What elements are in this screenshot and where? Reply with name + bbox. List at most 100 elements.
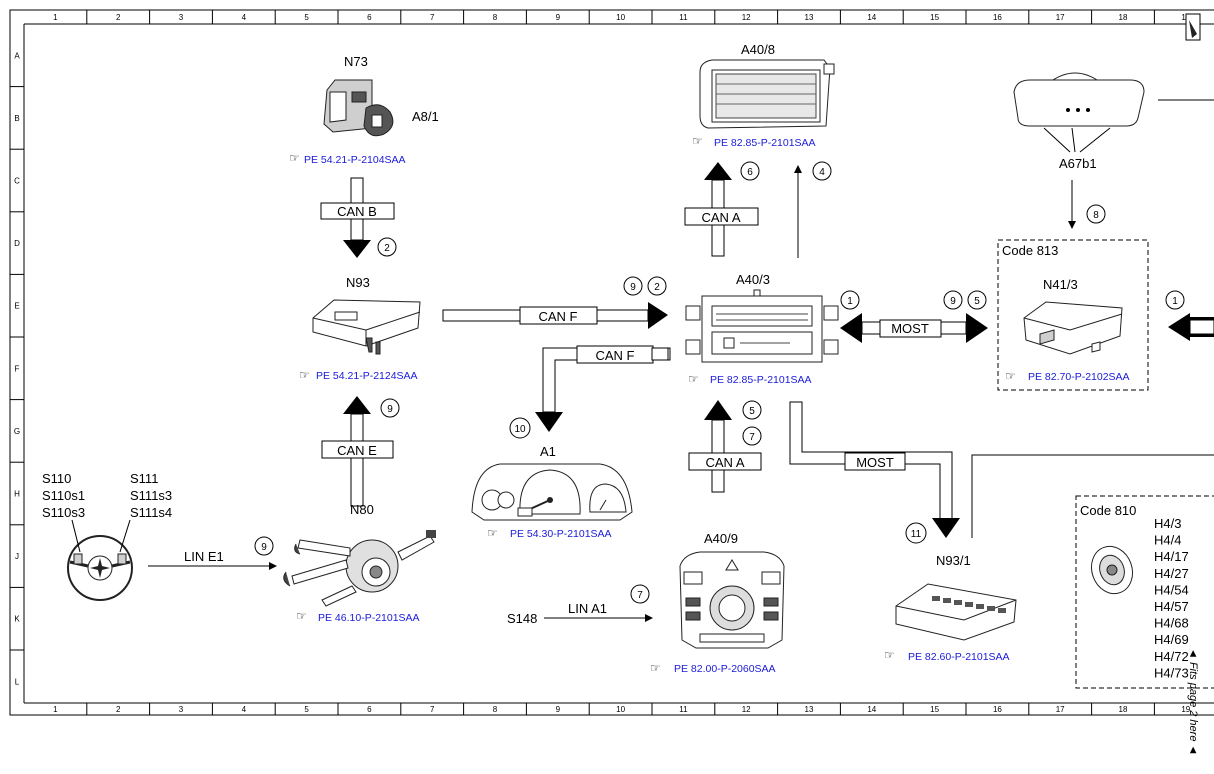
grid-col-label: 7	[430, 705, 435, 714]
connector-pin	[943, 598, 951, 603]
grid-col-label: 8	[493, 13, 498, 22]
grid-col-label: 18	[1119, 13, 1128, 22]
can-b-connection: CAN B 2	[320, 177, 397, 258]
code-813-label: Code 813	[1002, 243, 1058, 258]
grid-col-label: 4	[242, 13, 247, 22]
grid-col-label: 16	[993, 13, 1002, 22]
n41-3-label: N41/3	[1043, 277, 1078, 292]
can-a-bottom-label: CAN A	[705, 455, 744, 470]
connector-pin	[987, 606, 995, 611]
n93-1-label: N93/1	[936, 553, 971, 568]
pointing-hand-icon: ☞	[487, 526, 498, 540]
marker-1: 1	[1172, 296, 1178, 307]
code-813-group: Code 813 N41/3 ☞ PE 82.70-P-2102SAA 1	[997, 239, 1214, 391]
grid-col-label: 12	[742, 13, 751, 22]
n41-3-ref-link[interactable]: PE 82.70-P-2102SAA	[1028, 371, 1130, 383]
grid-col-label: 19	[1181, 705, 1190, 714]
marker-8: 8	[1093, 210, 1099, 221]
marker-9: 9	[950, 296, 956, 307]
a40-8-label: A40/8	[741, 42, 775, 57]
marker-7: 7	[637, 590, 643, 601]
marker-1: 1	[847, 296, 853, 307]
grid-row-label: D	[14, 239, 20, 248]
grid-col-label: 12	[742, 705, 751, 714]
grid-col-label: 6	[367, 13, 372, 22]
connector-pin	[932, 596, 940, 601]
marker-5: 5	[974, 296, 980, 307]
most-bottom-connection: MOST 11	[789, 401, 1214, 544]
grid-row-label: J	[15, 552, 19, 561]
pointing-hand-icon: ☞	[296, 609, 307, 623]
grid-row-label: B	[14, 114, 19, 123]
marker-9: 9	[261, 542, 267, 553]
a40-8-ref-link[interactable]: PE 82.85-P-2101SAA	[714, 137, 816, 149]
most-right-label: MOST	[891, 321, 929, 336]
grid-col-label: 8	[493, 705, 498, 714]
grid-col-label: 16	[993, 705, 1002, 714]
grid-col-label: 1	[53, 705, 58, 714]
code-810-item: H4/3	[1154, 516, 1181, 531]
lin-e1-label: LIN E1	[184, 549, 224, 564]
a40-9-label: A40/9	[704, 531, 738, 546]
n93-ref-link[interactable]: PE 54.21-P-2124SAA	[316, 370, 418, 382]
s110s3-label: S110s3	[42, 505, 85, 520]
can-b-label: CAN B	[337, 204, 377, 219]
grid-col-label: 2	[116, 705, 121, 714]
pointing-hand-icon: ☞	[289, 151, 300, 165]
a67b1-mirror: A67b1 8	[1013, 72, 1214, 229]
can-e-connection: CAN E 9	[321, 396, 400, 507]
a40-3-head-unit: A40/3 ☞ PE 82.85-P-2101SAA	[685, 272, 839, 386]
grid-row-label: G	[14, 427, 20, 436]
n73-ignition-switch: N73 A8/1 ☞ PE 54.21-P-2104SAA	[289, 54, 439, 166]
grid-col-label: 17	[1056, 13, 1065, 22]
grid-row-label: L	[15, 677, 20, 686]
grid-col-label: 10	[616, 13, 625, 22]
can-a-top-label: CAN A	[701, 210, 740, 225]
grid-col-label: 4	[242, 705, 247, 714]
grid-row-label: K	[14, 615, 20, 624]
can-a-top-connection: CAN A 6 4	[684, 161, 832, 258]
grid-frame: 1122334455667788991010111112121313141415…	[9, 9, 1214, 716]
n93-1-ref-link[interactable]: PE 82.60-P-2101SAA	[908, 651, 1010, 663]
connector-pin	[976, 604, 984, 609]
grid-col-label: 11	[679, 13, 688, 22]
a67b1-label: A67b1	[1059, 156, 1097, 171]
grid-col-label: 9	[556, 13, 561, 22]
a40-3-ref-link[interactable]: PE 82.85-P-2101SAA	[710, 374, 812, 386]
fits-page-note: ◄ Fits page 2 here ◄	[1187, 648, 1199, 755]
pointing-hand-icon: ☞	[884, 648, 895, 662]
can-f-mid-label: CAN F	[596, 348, 635, 363]
can-f-mid-connection: CAN F 10	[509, 345, 671, 439]
a1-ref-link[interactable]: PE 54.30-P-2101SAA	[510, 528, 612, 540]
pointing-hand-icon: ☞	[692, 134, 703, 148]
n73-ref-link[interactable]: PE 54.21-P-2104SAA	[304, 154, 406, 166]
n80-ref-link[interactable]: PE 46.10-P-2101SAA	[318, 612, 420, 624]
a40-9-control-panel: A40/9 ☞ PE 82.00-P-2060SAA	[650, 531, 785, 675]
code-810-item: H4/4	[1154, 533, 1181, 548]
grid-col-label: 10	[616, 705, 625, 714]
grid-col-label: 13	[805, 13, 814, 22]
code-810-item: H4/73	[1154, 665, 1189, 680]
s111s4-label: S111s4	[130, 505, 172, 520]
s110-label: S110	[42, 471, 71, 486]
pointing-hand-icon: ☞	[1005, 369, 1016, 383]
corner-icon	[1189, 20, 1197, 38]
pointing-hand-icon: ☞	[650, 661, 661, 675]
can-f-top-connection: CAN F 9 2	[442, 276, 668, 329]
a40-9-ref-link[interactable]: PE 82.00-P-2060SAA	[674, 663, 776, 675]
marker-7: 7	[749, 432, 755, 443]
steering-wheel: S110 S110s1 S110s3 S111 S111s3 S111s4	[42, 471, 172, 601]
grid-row-label: H	[14, 490, 20, 499]
n93-1-module: N93/1 ☞ PE 82.60-P-2101SAA	[884, 553, 1017, 663]
grid-col-label: 3	[179, 705, 184, 714]
a1-label: A1	[540, 444, 556, 459]
code-810-item: H4/27	[1154, 566, 1189, 581]
a8-1-label: A8/1	[412, 109, 439, 124]
a40-8-display: A40/8 ☞ PE 82.85-P-2101SAA	[692, 42, 835, 149]
connector-pin	[954, 600, 962, 605]
marker-5: 5	[749, 406, 755, 417]
can-a-bottom-connection: CAN A 5 7	[688, 400, 762, 493]
code-810-label: Code 810	[1080, 503, 1136, 518]
code-810-item: H4/54	[1154, 582, 1189, 597]
grid-col-label: 11	[679, 705, 688, 714]
